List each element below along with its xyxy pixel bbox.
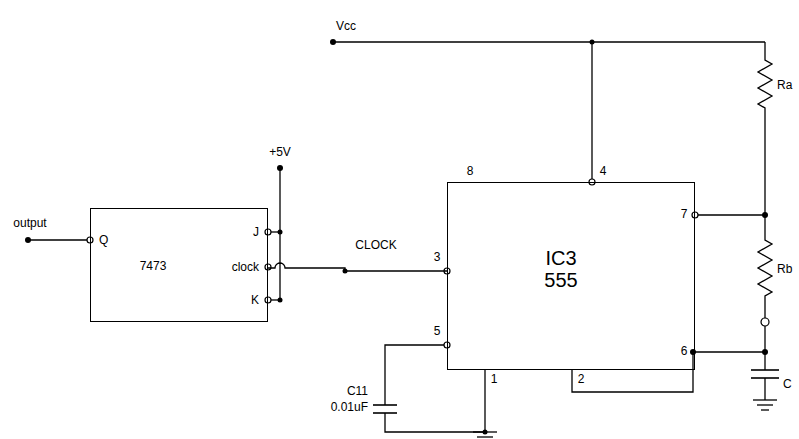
pin-name: K — [251, 294, 259, 307]
signal-wire — [268, 263, 447, 271]
ground-symbol — [761, 409, 769, 410]
pin-terminal — [761, 318, 769, 326]
wire — [28, 42, 772, 432]
pin-terminal — [265, 297, 271, 303]
wire — [695, 351, 765, 352]
signal-name: output — [13, 217, 46, 230]
component-label: Ra — [777, 79, 792, 92]
pin-number: 4 — [600, 165, 607, 178]
capacitor-symbol — [373, 404, 397, 406]
component-label: Rb — [777, 263, 792, 276]
junction-dot — [483, 430, 488, 435]
wire — [591, 42, 592, 179]
junction-dot — [278, 298, 283, 303]
junction-dot — [25, 237, 31, 243]
signal-name: CLOCK — [355, 239, 396, 252]
capacitor-symbol — [751, 377, 779, 379]
capacitor-symbol — [751, 369, 779, 371]
junction-dot — [690, 349, 696, 355]
pin-terminal — [87, 179, 769, 348]
junction-dot — [330, 39, 336, 45]
wire — [758, 42, 772, 215]
component-label: C — [783, 378, 792, 391]
supply-label: +5V — [269, 146, 291, 159]
wire — [698, 214, 765, 215]
ground-symbol — [757, 404, 773, 405]
junction-dot — [278, 230, 283, 235]
wire — [385, 413, 485, 432]
junction-dot — [762, 349, 768, 355]
junction-dot — [277, 165, 283, 171]
junction-dot — [590, 40, 595, 45]
pin-terminal — [265, 264, 271, 270]
pin-terminal — [265, 229, 271, 235]
junction-dot — [343, 269, 348, 274]
capacitor-symbol — [373, 370, 779, 413]
pin-name: Q — [99, 234, 108, 247]
wire — [758, 215, 772, 318]
timer-ic-box: IC3 555 — [447, 182, 695, 370]
pin-name: clock — [232, 261, 259, 274]
wire — [28, 239, 87, 240]
wire — [333, 41, 765, 42]
wire — [764, 378, 765, 400]
chip-number: 7473 — [140, 260, 167, 273]
junction-dot — [762, 212, 768, 218]
component-label: C11 — [347, 385, 368, 398]
junction-dot — [25, 39, 768, 435]
pin-number: 7 — [681, 208, 688, 221]
wire — [484, 370, 485, 432]
wire — [385, 345, 444, 405]
ground-symbol — [753, 399, 777, 400]
pin-number: 5 — [434, 325, 441, 338]
chip-name: IC3 555 — [531, 247, 591, 291]
ground-symbol — [473, 400, 777, 439]
capacitor-symbol — [373, 412, 397, 414]
flip-flop-box: Q J 7473 clockK — [90, 208, 268, 322]
pin-number: 8 — [467, 165, 474, 178]
wire — [572, 352, 693, 392]
pin-number: 2 — [578, 373, 585, 386]
wire — [764, 326, 765, 370]
pin-name: J — [253, 226, 259, 239]
ground-symbol — [477, 436, 493, 437]
pin-number: 3 — [434, 251, 441, 264]
pin-number: 1 — [491, 373, 498, 386]
component-value: 0.01uF — [331, 401, 368, 414]
pin-terminal — [692, 212, 698, 218]
supply-label: Vcc — [336, 20, 356, 33]
pin-number: 6 — [681, 345, 688, 358]
